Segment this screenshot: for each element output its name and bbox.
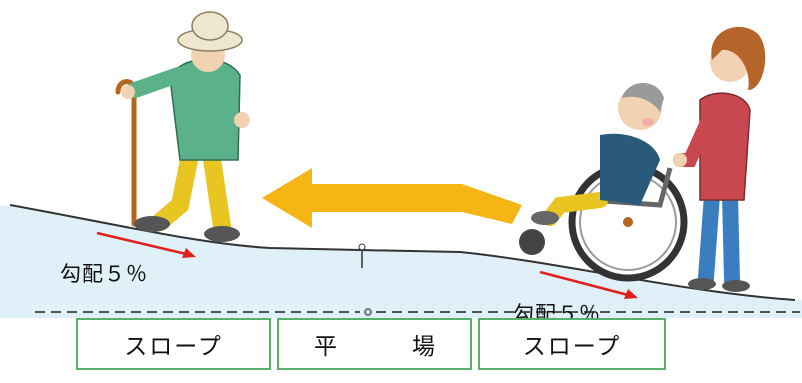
caregiver-icon [673,26,766,292]
zone-slope-left: スロープ [76,318,271,370]
grade-label-left: 勾配５％ [60,262,148,286]
ground [0,204,802,318]
direction-arrow [262,168,522,228]
grade-arrow-left [96,231,196,258]
zone-slope-right: スロープ [478,318,666,370]
elderly-man-with-cane-icon [115,11,250,242]
dashed-baseline [35,308,800,316]
zone-flat: 平 場 [277,318,472,370]
wheelchair-user-icon [519,83,688,282]
grade-arrow-right [539,270,638,299]
